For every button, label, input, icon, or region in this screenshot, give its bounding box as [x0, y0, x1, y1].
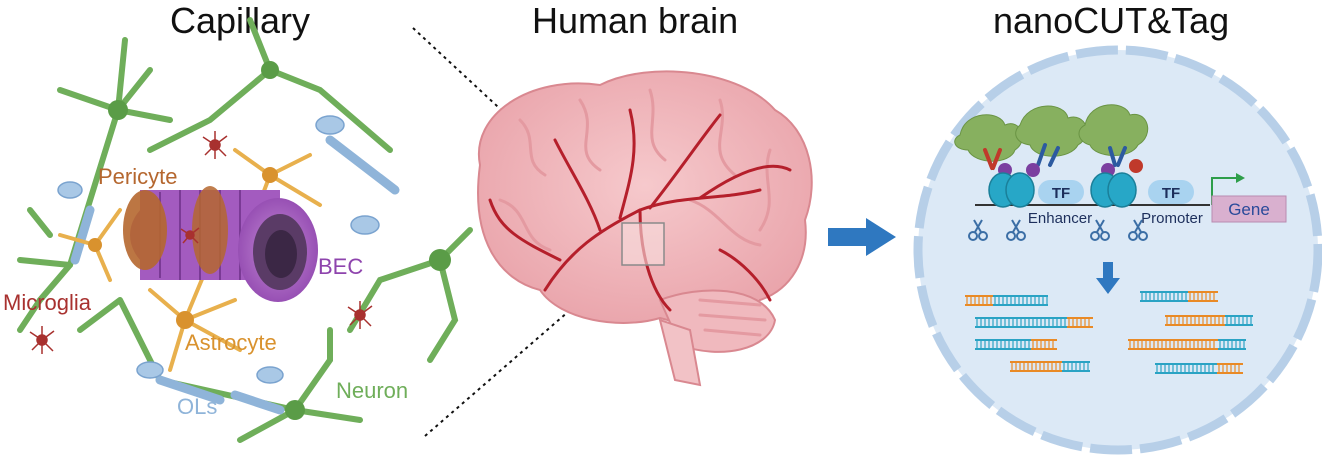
dna-fragment-segment	[1188, 291, 1218, 302]
down-arrow-icon	[1096, 262, 1120, 294]
tf-enhancer-label: TF	[1052, 185, 1070, 202]
dna-fragment-segment	[965, 295, 993, 306]
scissors-icon	[968, 219, 1148, 241]
capillary-panel	[17, 17, 473, 443]
brain-arteries	[488, 108, 792, 312]
nanocut-title: nanoCUT&Tag	[993, 0, 1230, 41]
dna-fragment-segment	[1165, 315, 1225, 326]
microglia-cells	[29, 131, 373, 354]
ols-cell-bodies	[57, 115, 380, 384]
tf-promoter-oval	[1148, 180, 1194, 204]
dna-fragment-segment	[1225, 315, 1253, 326]
neuron-label: Neuron	[336, 378, 409, 403]
dna-fragments	[965, 291, 1253, 374]
promoter-label: Promoter	[1141, 210, 1203, 227]
oligodendrocytes	[70, 135, 400, 415]
dna-fragment-segment	[1155, 363, 1217, 374]
capillary-title: Capillary	[170, 0, 311, 41]
dna-fragment-segment	[1217, 363, 1243, 374]
brain-title: Human brain	[532, 0, 739, 41]
bec-label: BEC	[318, 254, 364, 279]
protein-a-tn5-icon	[954, 104, 1149, 162]
tf-enhancer-oval	[1038, 180, 1084, 204]
enhancer-label: Enhancer	[1028, 210, 1092, 227]
capillary-vessel	[123, 186, 318, 302]
microglia-label: Microglia	[3, 290, 92, 315]
dna-fragment-segment	[1067, 317, 1093, 328]
tf-blobs: TF TF	[1038, 180, 1194, 204]
gene-label: Gene	[1228, 200, 1270, 219]
dna-fragment-segment	[975, 339, 1031, 350]
antibody-icons	[983, 143, 1127, 170]
nucleosome-icon	[988, 172, 1137, 208]
brainstem	[658, 318, 702, 387]
brain-illustration	[477, 70, 813, 387]
dna-fragment-segment	[993, 295, 1048, 306]
pericyte-label: Pericyte	[98, 164, 178, 189]
neuron-somas	[108, 61, 451, 420]
dna-fragment-segment	[1031, 339, 1057, 350]
dna-fragment-segment	[1010, 361, 1062, 372]
brain-gyri	[498, 88, 772, 337]
astrocyte-label: Astrocyte	[185, 330, 277, 355]
gene-box: Gene	[1211, 195, 1287, 223]
dna-fragment-segment	[1128, 339, 1218, 350]
dna-fragment-segment	[1062, 361, 1090, 372]
right-arrow-icon	[828, 218, 896, 256]
dna-fragment-segment	[1218, 339, 1246, 350]
dna-fragment-segment	[1140, 291, 1188, 302]
astrocytes	[58, 148, 322, 372]
tf-promoter-label: TF	[1162, 185, 1180, 202]
astrocyte-somas	[88, 167, 278, 329]
zoom-box	[621, 222, 665, 266]
ols-label: OLs	[177, 394, 218, 419]
dna-fragment-segment	[975, 317, 1067, 328]
